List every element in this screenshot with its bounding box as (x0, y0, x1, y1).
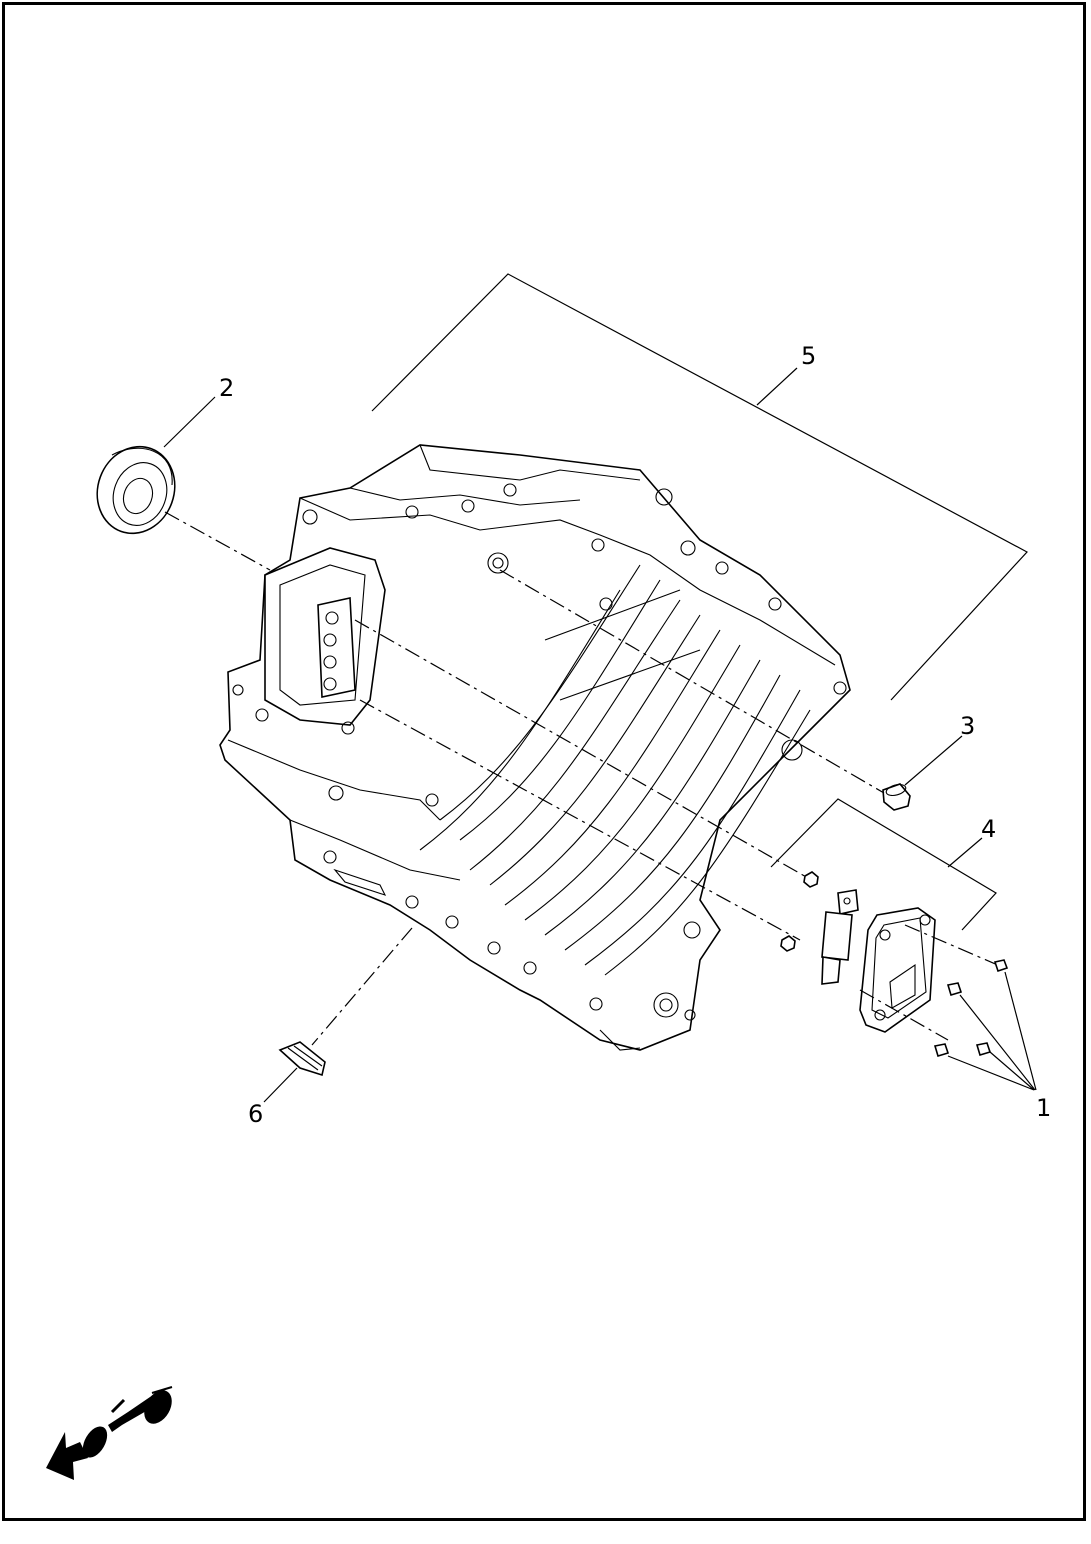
callout-2[interactable]: 2 (219, 374, 235, 402)
leader-3 (499, 569, 885, 794)
screw-icon[interactable] (933, 959, 1037, 1091)
callout-1[interactable]: 1 (1036, 1094, 1052, 1122)
clip-icon[interactable] (263, 1041, 326, 1103)
callout-4[interactable]: 4 (981, 815, 997, 843)
leader-4c (859, 989, 949, 1041)
callout-5-bracket (371, 273, 1028, 701)
bearing-seal-icon[interactable] (85, 396, 216, 544)
callout-3[interactable]: 3 (960, 712, 976, 740)
leader-4d (904, 924, 1001, 967)
leader-4b (359, 699, 801, 941)
callout-6[interactable]: 6 (248, 1100, 264, 1128)
motorcycle-front-arrow-icon (46, 1386, 173, 1480)
diagram-frame (2, 2, 1086, 1521)
leader-6 (311, 927, 413, 1046)
housing-assembly-icon[interactable] (219, 444, 851, 1051)
callout-5[interactable]: 5 (801, 342, 817, 370)
plug-icon[interactable] (882, 735, 963, 811)
leader-2 (164, 511, 271, 571)
